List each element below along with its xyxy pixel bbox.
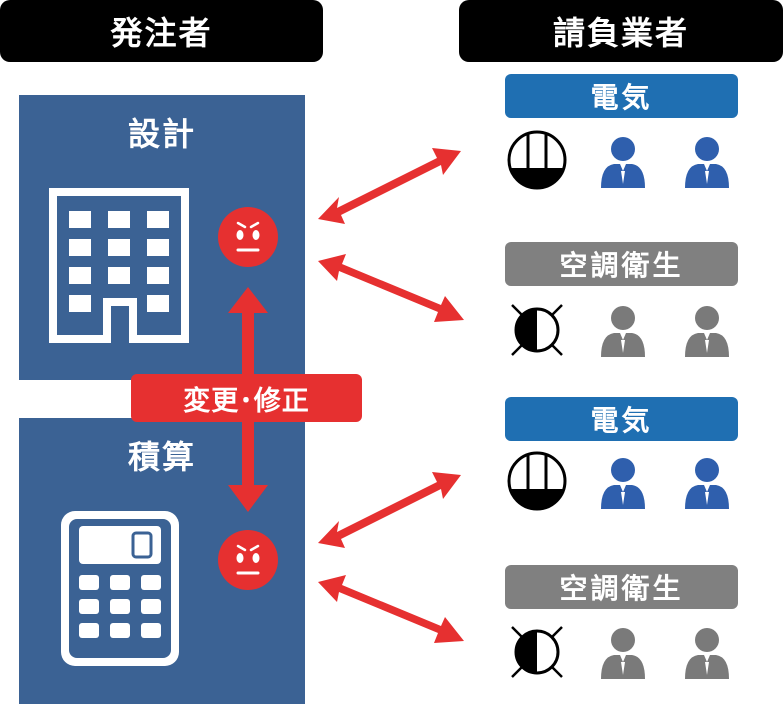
design-title: 設計 [127, 115, 196, 153]
worried-face-icon [216, 205, 280, 269]
person-icon [601, 306, 645, 357]
person-icon [685, 137, 729, 188]
calculator-icon [61, 511, 179, 666]
worried-face-icon [216, 528, 280, 592]
hvac-symbol-icon [510, 303, 564, 357]
header-orderer: 発注者 [0, 0, 323, 62]
arrow-design-electric [318, 148, 461, 224]
trade-label-electric: 電気 [505, 397, 738, 441]
person-icon [601, 137, 645, 188]
building-icon [49, 188, 189, 343]
trade-label-electric: 電気 [505, 74, 738, 118]
hvac-symbol-icon [510, 625, 564, 679]
person-icon [685, 458, 729, 509]
header-contractor: 請負業者 [459, 0, 783, 62]
trade-label-hvac: 空調衛生 [505, 242, 738, 286]
estimate-title: 積算 [127, 438, 196, 476]
trade-label-hvac: 空調衛生 [505, 565, 738, 609]
arrow-design-hvac [318, 254, 464, 322]
arrow-estimate-electric [318, 472, 461, 548]
person-icon [685, 628, 729, 679]
change-revision-label: 変更･修正 [131, 374, 362, 422]
electric-meter-icon [507, 451, 567, 512]
electric-meter-icon [507, 130, 567, 191]
design-panel: 設計 [19, 95, 305, 380]
person-icon [601, 458, 645, 509]
arrow-estimate-hvac [318, 575, 464, 643]
person-icon [601, 628, 645, 679]
person-icon [685, 306, 729, 357]
